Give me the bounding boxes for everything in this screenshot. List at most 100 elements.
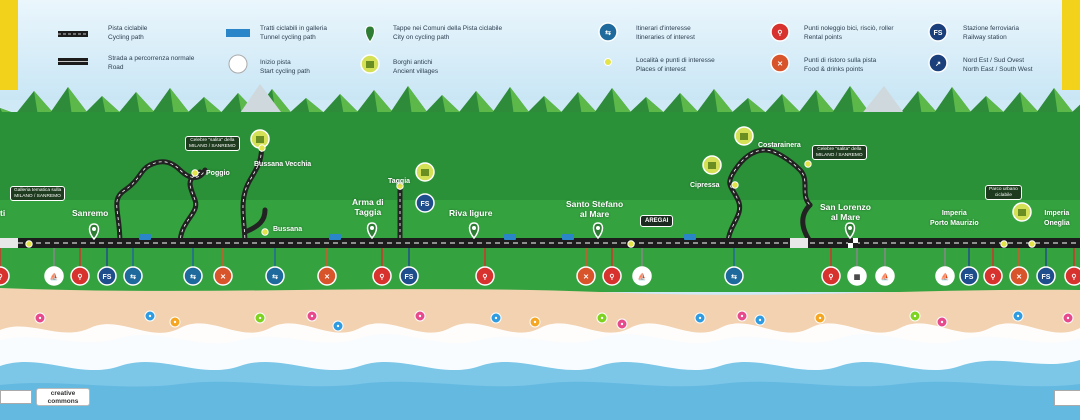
label-bussana-vecchia: Bussana Vecchia [254, 161, 312, 168]
svg-text:⚲: ⚲ [609, 273, 614, 281]
map-pin-icon [592, 222, 604, 240]
legend-signpost-icon: ⇆ [598, 22, 618, 42]
beach-umbrella [332, 320, 344, 332]
mountain-face [1054, 88, 1076, 116]
svg-text:⇆: ⇆ [130, 273, 136, 281]
beach-umbrella [909, 310, 921, 322]
right-panel-edge [1062, 0, 1080, 90]
bicycle-icon: ⚲ [70, 266, 90, 286]
beach-umbrella [490, 312, 502, 324]
castle-icon [734, 126, 754, 146]
mountain-face [510, 87, 532, 116]
mountain-face [680, 93, 702, 116]
bicycle-icon: ⚲ [372, 266, 392, 286]
mountain-face [748, 98, 770, 116]
castle-icon [360, 54, 380, 74]
badge-aregai: AREGAI [640, 215, 674, 227]
beach-umbrella [1062, 312, 1074, 324]
snow-peak [238, 84, 284, 116]
mountain-face [170, 88, 192, 116]
tunnel-marker [139, 234, 151, 240]
svg-text:FS: FS [421, 201, 430, 208]
mountain-face [714, 89, 736, 116]
train-station-icon: FS [399, 266, 419, 286]
mountain-face [816, 90, 838, 116]
main-cycling-path [0, 238, 1080, 248]
bicycle-icon: ⚲ [821, 266, 841, 286]
mountain-face [442, 95, 464, 116]
beach-umbrella [34, 312, 46, 324]
sky-background [0, 0, 1080, 100]
mountain-face [34, 91, 56, 116]
bicycle-icon: ⚲ [1064, 266, 1080, 286]
svg-text:⚲: ⚲ [828, 273, 833, 281]
legend-symbols [58, 29, 250, 74]
svg-text:⛵: ⛵ [881, 272, 890, 281]
label-ti: ti [0, 208, 6, 218]
boat-icon: ⛵ [44, 266, 64, 286]
label-riva-ligure: Riva ligure [449, 208, 493, 218]
label-sanremo: Sanremo [72, 208, 109, 218]
checkered-flag-icon: ▦ [847, 266, 867, 286]
svg-text:✕: ✕ [324, 274, 330, 281]
tunnel-markers [139, 234, 696, 240]
svg-text:⚲: ⚲ [990, 273, 995, 281]
snow-peak [860, 86, 906, 116]
place-of-interest-dot [1000, 240, 1008, 248]
label-cipressa: Cipressa [690, 182, 720, 189]
place-of-interest-dot [191, 169, 199, 177]
signpost-icon: ⇆ [724, 266, 744, 286]
mountain-face [782, 94, 804, 116]
mountain-face [374, 90, 396, 116]
sea-deep [0, 381, 1080, 420]
mountains [0, 84, 1080, 116]
boat-icon: ⛵ [632, 266, 652, 286]
legend-train-station-icon: FS [928, 22, 948, 42]
svg-text:▦: ▦ [854, 274, 861, 281]
mountain-face [136, 92, 158, 116]
tunnel-marker [562, 234, 574, 240]
mountain-face [204, 97, 226, 116]
castle-icon [702, 155, 722, 175]
svg-text:FS: FS [103, 274, 112, 281]
tunnel-marker [684, 234, 696, 240]
place-of-interest-dot [731, 181, 739, 189]
mountain-face [408, 86, 430, 116]
train-station-icon: FS [1036, 266, 1056, 286]
publisher-logo [1054, 390, 1080, 406]
place-of-interest-dot [258, 144, 266, 152]
mountain-face [918, 91, 940, 116]
beach-umbrella [936, 316, 948, 328]
svg-text:✕: ✕ [220, 274, 226, 281]
map-pin-icon [88, 223, 100, 241]
beach-umbrella [814, 312, 826, 324]
svg-text:FS: FS [965, 274, 974, 281]
mountain-face [476, 91, 498, 116]
beach-umbrella [169, 316, 181, 328]
map-pin-icon [468, 222, 480, 240]
beach-umbrella [254, 312, 266, 324]
mountain-face [340, 94, 362, 116]
svg-text:⚲: ⚲ [379, 273, 384, 281]
hill-roads-dash [116, 147, 811, 245]
svg-text:FS: FS [1042, 274, 1051, 281]
svg-text:⛵: ⛵ [941, 272, 950, 281]
place-of-interest-dot [396, 182, 404, 190]
mountain-face [646, 97, 668, 116]
train-station-icon: FS [959, 266, 979, 286]
license-icons [0, 390, 32, 404]
mountain-face [952, 87, 974, 116]
signpost-icon: ⇆ [183, 266, 203, 286]
fork-knife-icon: ✕ [576, 266, 596, 286]
map-pin-icon [366, 222, 378, 240]
label-bussana: Bussana [273, 226, 303, 233]
